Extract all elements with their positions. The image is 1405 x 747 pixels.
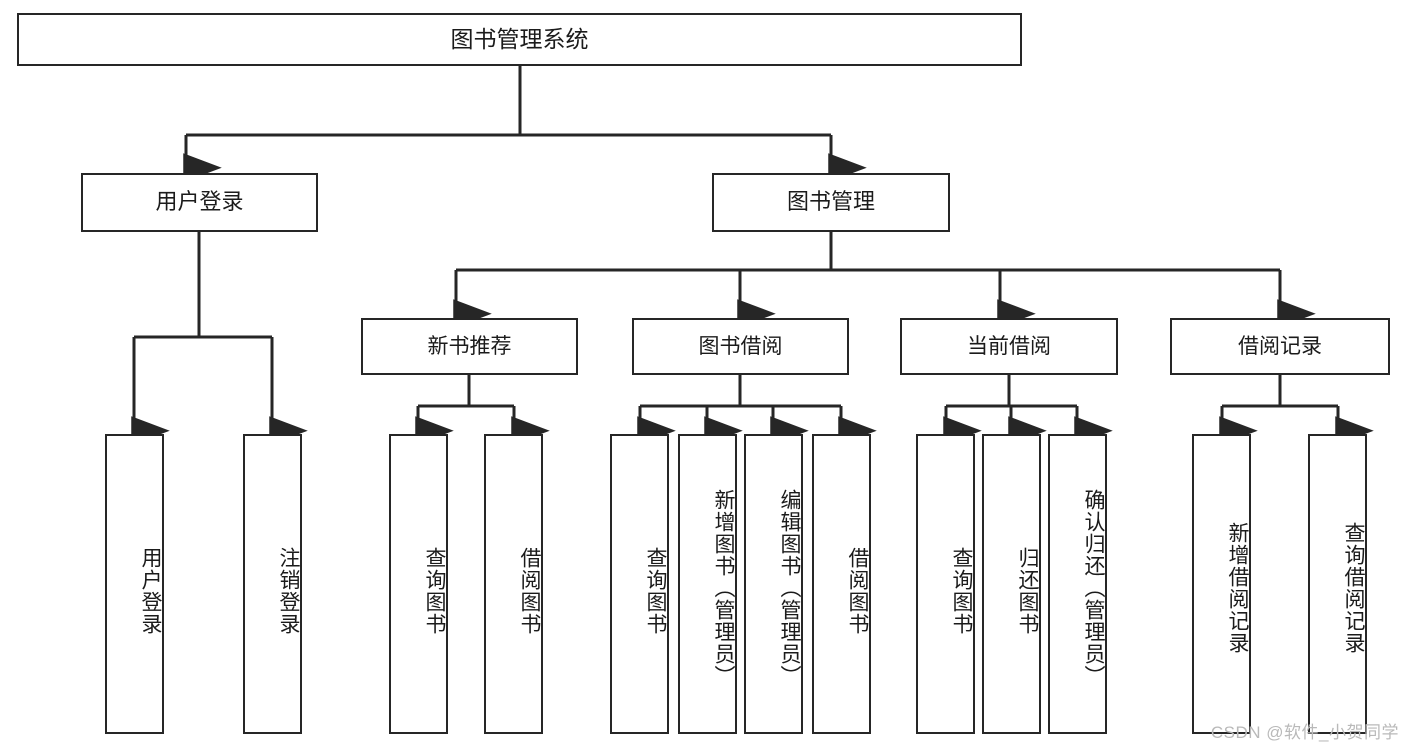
- node-leaf-user-login-label: 用户登录: [139, 547, 162, 635]
- node-borrow-record-label: 借阅记录: [1238, 334, 1322, 358]
- node-leaf-return-book[interactable]: 归还图书: [982, 434, 1041, 734]
- node-book-borrow[interactable]: 图书借阅: [632, 318, 849, 375]
- node-leaf-add-record[interactable]: 新增借阅记录: [1192, 434, 1251, 734]
- node-user-login-label: 用户登录: [155, 189, 244, 215]
- node-user-login[interactable]: 用户登录: [81, 173, 318, 232]
- node-leaf-query-record-label: 查询借阅记录: [1342, 522, 1365, 654]
- node-book-borrow-label: 图书借阅: [698, 334, 783, 358]
- node-new-book-rec-label: 新书推荐: [427, 334, 512, 358]
- node-leaf-query-book-2[interactable]: 查询图书: [610, 434, 669, 734]
- node-leaf-add-book-label: 新增图书（管理员）: [712, 489, 735, 687]
- node-leaf-logout[interactable]: 注销登录: [243, 434, 302, 734]
- node-leaf-logout-label: 注销登录: [277, 547, 300, 635]
- node-leaf-user-login[interactable]: 用户登录: [105, 434, 164, 734]
- node-leaf-edit-book-label: 编辑图书（管理员）: [778, 489, 801, 687]
- node-leaf-query-book-2-label: 查询图书: [644, 547, 667, 635]
- node-book-manage[interactable]: 图书管理: [712, 173, 950, 232]
- node-borrow-record[interactable]: 借阅记录: [1170, 318, 1390, 375]
- node-root[interactable]: 图书管理系统: [17, 13, 1022, 66]
- node-root-label: 图书管理系统: [450, 25, 589, 52]
- node-leaf-query-record[interactable]: 查询借阅记录: [1308, 434, 1367, 734]
- node-leaf-add-record-label: 新增借阅记录: [1226, 522, 1249, 654]
- node-current-borrow-label: 当前借阅: [967, 334, 1051, 358]
- node-leaf-borrow-book-2-label: 借阅图书: [846, 547, 869, 635]
- node-leaf-query-book-1[interactable]: 查询图书: [389, 434, 448, 734]
- node-leaf-query-book-1-label: 查询图书: [423, 547, 446, 635]
- node-leaf-borrow-book-2[interactable]: 借阅图书: [812, 434, 871, 734]
- node-current-borrow[interactable]: 当前借阅: [900, 318, 1118, 375]
- node-leaf-confirm-return-label: 确认归还（管理员）: [1082, 489, 1105, 687]
- node-leaf-return-book-label: 归还图书: [1016, 547, 1039, 635]
- node-leaf-borrow-book-1[interactable]: 借阅图书: [484, 434, 543, 734]
- node-leaf-query-book-3-label: 查询图书: [950, 547, 973, 635]
- node-leaf-query-book-3[interactable]: 查询图书: [916, 434, 975, 734]
- node-leaf-confirm-return[interactable]: 确认归还（管理员）: [1048, 434, 1107, 734]
- node-leaf-edit-book[interactable]: 编辑图书（管理员）: [744, 434, 803, 734]
- node-new-book-rec[interactable]: 新书推荐: [361, 318, 578, 375]
- node-book-manage-label: 图书管理: [786, 189, 875, 215]
- watermark: CSDN @软件_小贺同学: [1210, 723, 1399, 742]
- node-leaf-borrow-book-1-label: 借阅图书: [518, 547, 541, 635]
- node-leaf-add-book[interactable]: 新增图书（管理员）: [678, 434, 737, 734]
